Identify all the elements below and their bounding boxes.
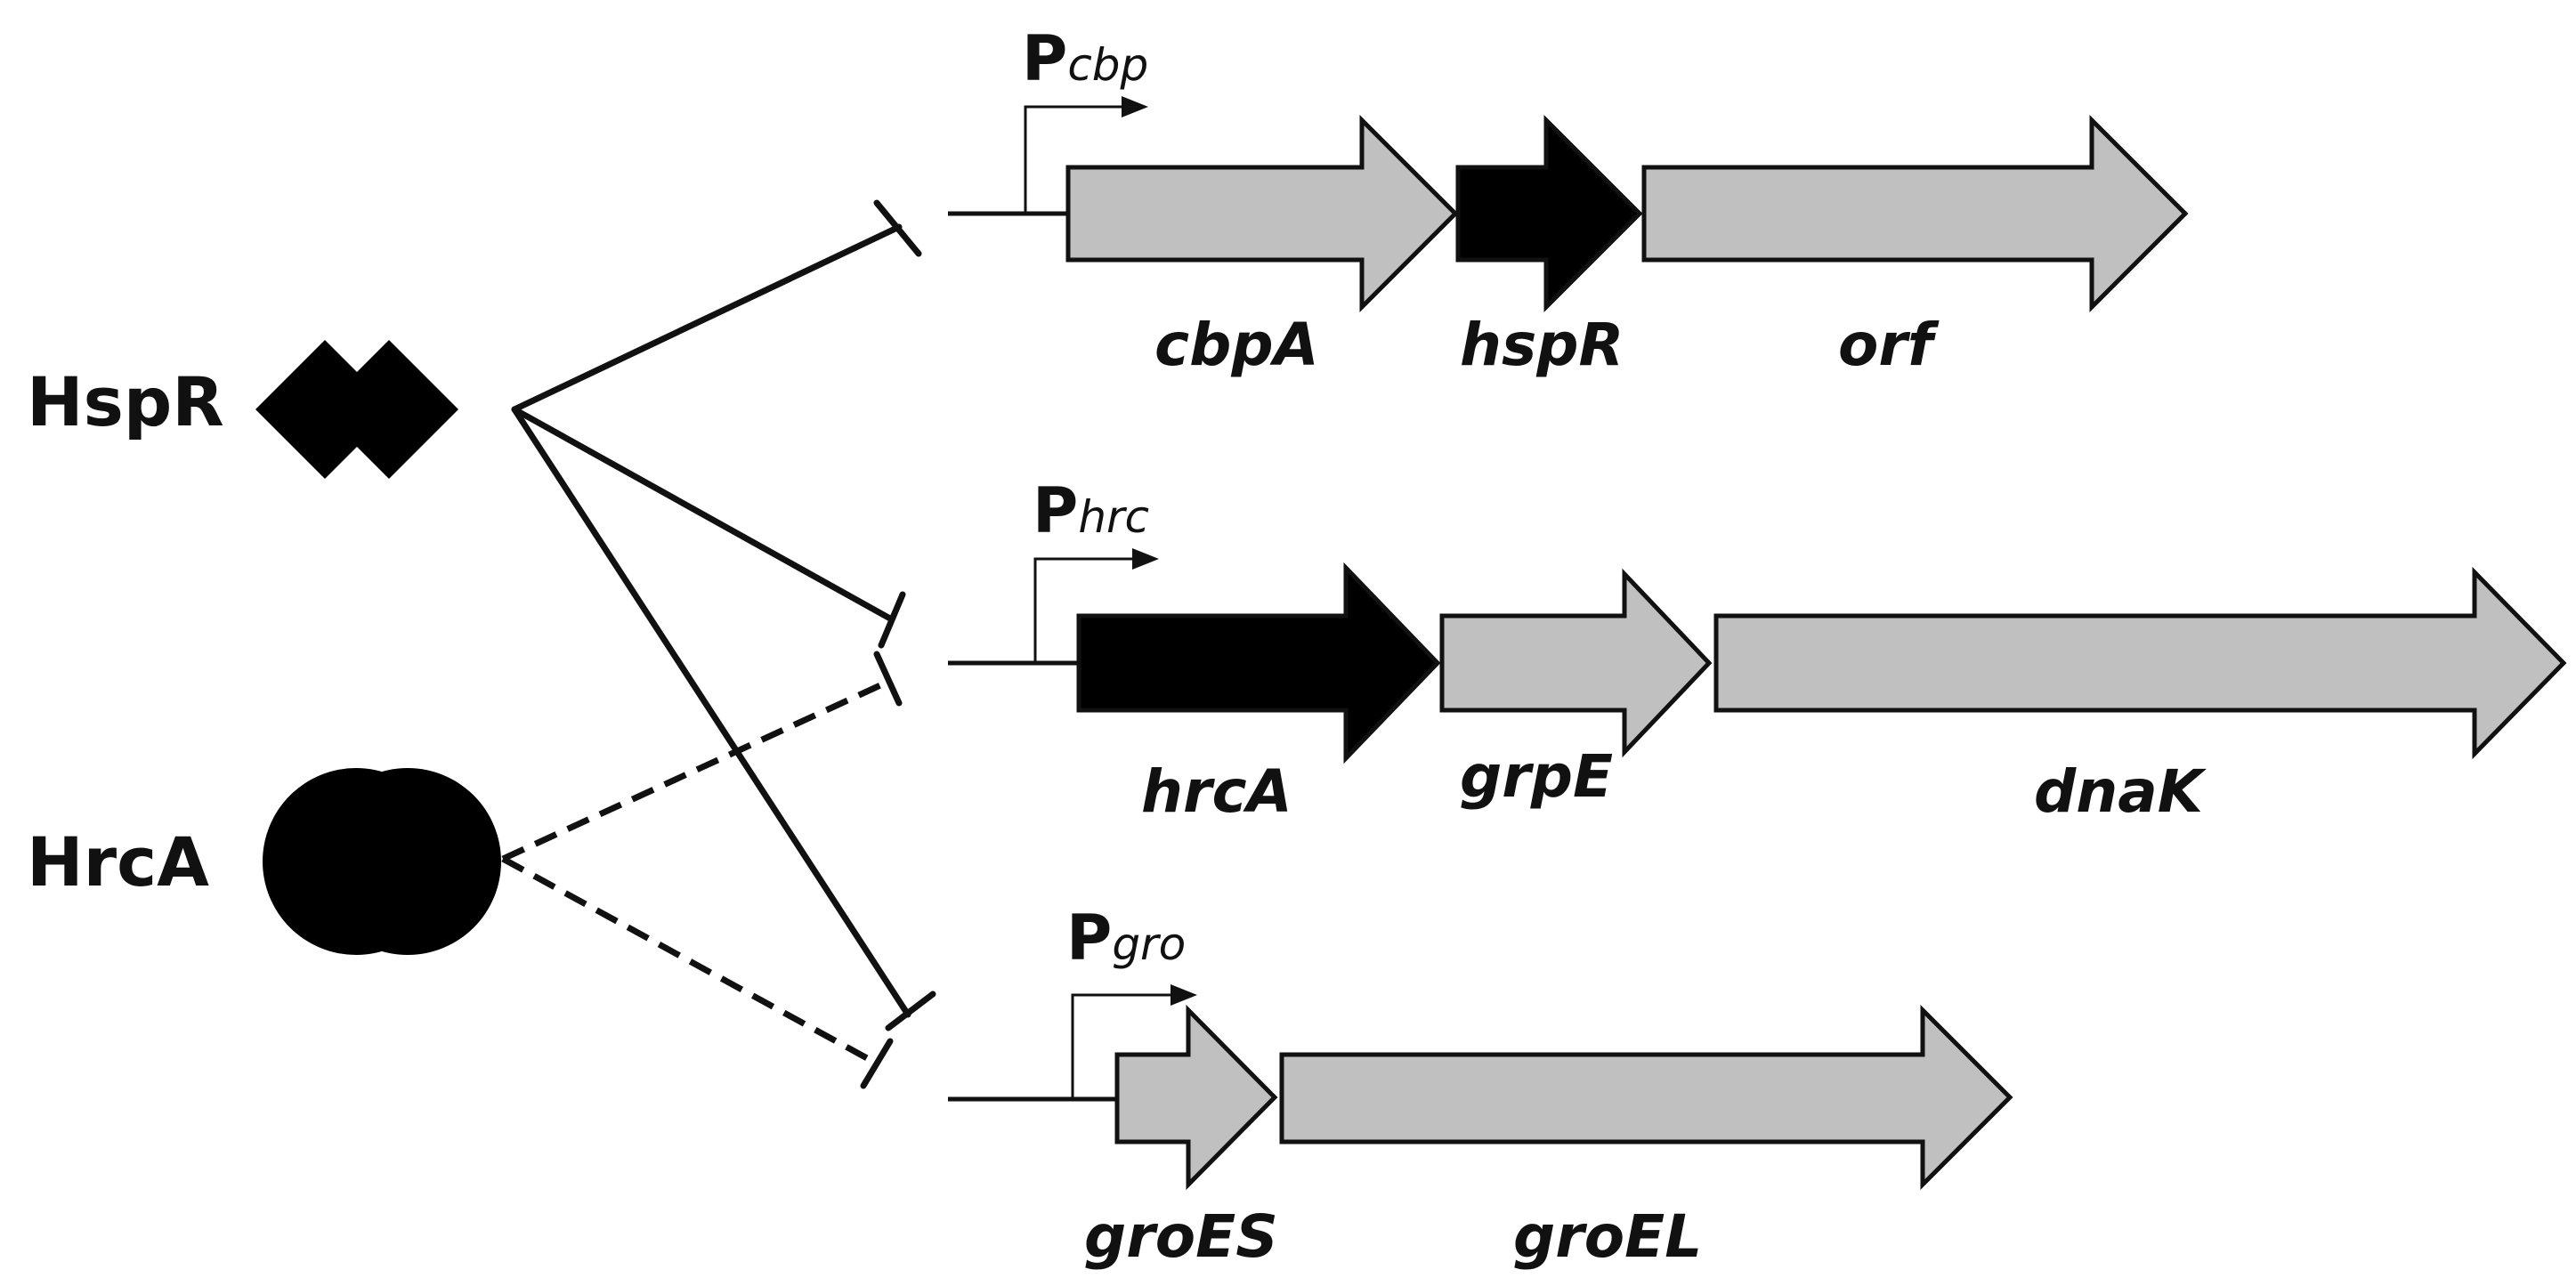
gene-label-hspr: hspR xyxy=(1460,311,1624,379)
promoter-arrowhead-gro xyxy=(1171,984,1197,1006)
promoter-arrowhead-cbp xyxy=(1122,96,1148,117)
gene-label-orf: orf xyxy=(1838,311,1940,379)
hspr-to-pgro-line xyxy=(511,406,911,1018)
gene-cbpa-arrow xyxy=(1065,114,1459,313)
gene-grpe-arrow xyxy=(1439,568,1713,758)
gene-label-dnak: dnaK xyxy=(2034,757,2207,826)
promoter-label-gro: Pgro xyxy=(1066,902,1186,975)
gene-dnak-arrow xyxy=(1713,566,2567,760)
hrca-to-pgro-bar xyxy=(860,1038,894,1089)
promoter-label-cbp: Pcbp xyxy=(1022,22,1148,95)
hrca-repression-lines xyxy=(501,677,892,1067)
gene-groes-arrow xyxy=(1114,1004,1278,1191)
promoter-arrow-gro xyxy=(1071,993,1173,1099)
gene-label-hrca: hrcA xyxy=(1141,757,1292,826)
hrca-to-pgro-line xyxy=(501,855,879,1067)
hspr-to-pgro-bar xyxy=(885,991,936,1031)
hrca-to-phrc-line xyxy=(501,677,892,862)
gene-label-grpe: grpE xyxy=(1460,742,1613,811)
gene-groel-arrow xyxy=(1279,1004,2013,1191)
gene-label-cbpa: cbpA xyxy=(1154,311,1319,379)
hspr-to-phrc-line xyxy=(511,406,894,622)
hspr-repression-lines xyxy=(511,199,936,1031)
hrca-bars xyxy=(860,651,903,1089)
gene-label-groel: groEL xyxy=(1513,1202,1702,1271)
hrca-symbol xyxy=(263,768,501,955)
hspr-symbol xyxy=(255,340,458,479)
promoter-label-hrc: Phrc xyxy=(1033,474,1149,547)
operon-hrc: Phrc hrcA grpE dnaK xyxy=(948,474,2567,826)
gene-hrca-arrow xyxy=(1076,562,1441,764)
gene-label-groes: groES xyxy=(1084,1202,1278,1271)
hrca-to-phrc-bar xyxy=(873,651,903,707)
promoter-arrowhead-hrc xyxy=(1132,548,1159,570)
regulator-label-hrca: HrcA xyxy=(27,822,209,902)
regulator-label-hspr: HspR xyxy=(27,362,224,441)
promoter-arrow-hrc xyxy=(1033,557,1135,663)
gene-hspr-arrow xyxy=(1455,114,1643,313)
promoter-arrow-cbp xyxy=(1024,105,1123,214)
hspr-to-phrc-bar xyxy=(878,591,906,649)
hspr-to-pcbp-line xyxy=(511,223,903,413)
operon-cbp: Pcbp cbpA hspR orf xyxy=(948,22,2189,379)
gene-orf-arrow xyxy=(1641,114,2189,313)
operon-gro: Pgro groES groEL xyxy=(948,902,2013,1271)
hspr-to-pcbp-bar xyxy=(873,199,922,257)
